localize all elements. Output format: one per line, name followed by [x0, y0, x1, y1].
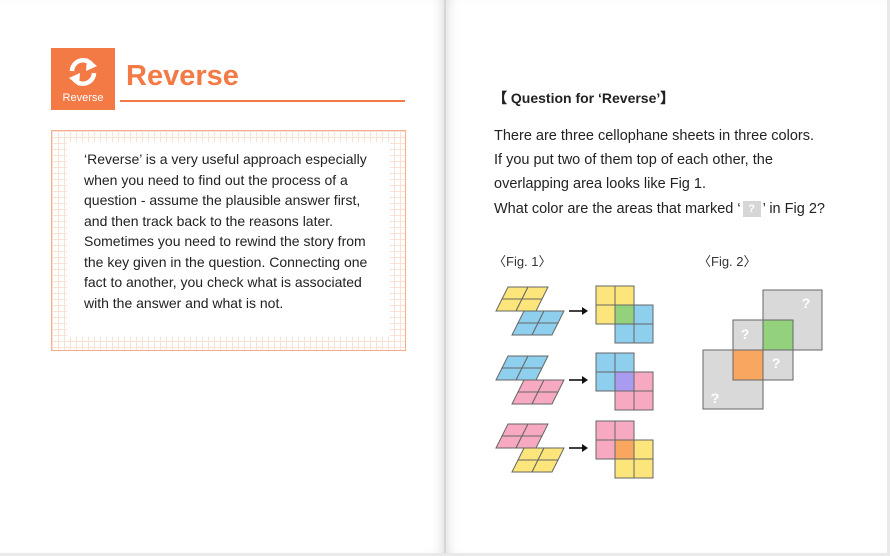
- green-overlap-cell: [762, 319, 794, 351]
- badge-label: Reverse: [62, 92, 104, 104]
- blue-cell: [595, 352, 616, 373]
- overlap-cell: [614, 439, 635, 460]
- blue-cell: [633, 323, 654, 344]
- question-line: overlapping area looks like Fig 1.: [494, 176, 706, 193]
- description-text: ‘Reverse’ is a very useful approach espe…: [84, 151, 368, 311]
- question-mark-chip: ?: [742, 200, 761, 217]
- question-line: If you put two of them top of each other…: [494, 152, 773, 169]
- question-text: There are three cellophane sheets in thr…: [494, 124, 864, 221]
- orange-overlap-cell: [732, 349, 764, 381]
- blue-cell: [633, 304, 654, 325]
- blue-cell: [595, 371, 616, 392]
- book-spine: [444, 0, 446, 553]
- page-title: Reverse: [126, 60, 239, 92]
- overlap-cell: [614, 304, 635, 325]
- question-title: 【 Question for ‘Reverse’】: [493, 90, 675, 106]
- yellow-cell: [595, 285, 616, 306]
- arrow-icon: [582, 307, 588, 315]
- left-page: Reverse Reverse ‘Reverse’ is a very usef…: [0, 0, 444, 553]
- question-mark: ?: [711, 390, 720, 406]
- pink-cell: [595, 420, 616, 441]
- question-line-with-marker: What color are the areas that marked ‘?’…: [494, 197, 864, 221]
- yellow-cell: [595, 304, 616, 325]
- question-mark: ?: [802, 295, 811, 311]
- title-underline: [120, 100, 405, 102]
- pink-sheet-cell: [531, 391, 559, 405]
- description-box: ‘Reverse’ is a very useful approach espe…: [51, 130, 406, 351]
- pink-cell: [614, 390, 635, 411]
- refresh-icon: [69, 58, 97, 86]
- description-box-inner: ‘Reverse’ is a very useful approach espe…: [67, 142, 390, 337]
- blue-sheet-cell: [531, 322, 559, 336]
- blue-cell: [614, 352, 635, 373]
- reverse-badge: Reverse: [51, 48, 115, 110]
- fig2-label: 〈Fig. 2〉: [698, 254, 757, 269]
- yellow-cell: [633, 458, 654, 479]
- pink-cell: [633, 371, 654, 392]
- blue-cell: [614, 323, 635, 344]
- question-line-part: What color are the areas that marked ‘: [494, 200, 741, 217]
- yellow-cell: [633, 439, 654, 460]
- fig1-label: 〈Fig. 1〉: [493, 254, 552, 269]
- overlap-cell: [614, 371, 635, 392]
- pink-cell: [595, 439, 616, 460]
- question-line-part: ’ in Fig 2?: [762, 200, 825, 217]
- yellow-cell: [614, 285, 635, 306]
- yellow-sheet-cell: [531, 459, 559, 473]
- arrow-icon: [582, 376, 588, 384]
- pink-cell: [614, 420, 635, 441]
- pink-cell: [633, 390, 654, 411]
- question-mark: ?: [772, 355, 781, 371]
- question-mark: ?: [741, 326, 750, 342]
- yellow-cell: [614, 458, 635, 479]
- arrow-icon: [582, 444, 588, 452]
- question-line: There are three cellophane sheets in thr…: [494, 128, 814, 144]
